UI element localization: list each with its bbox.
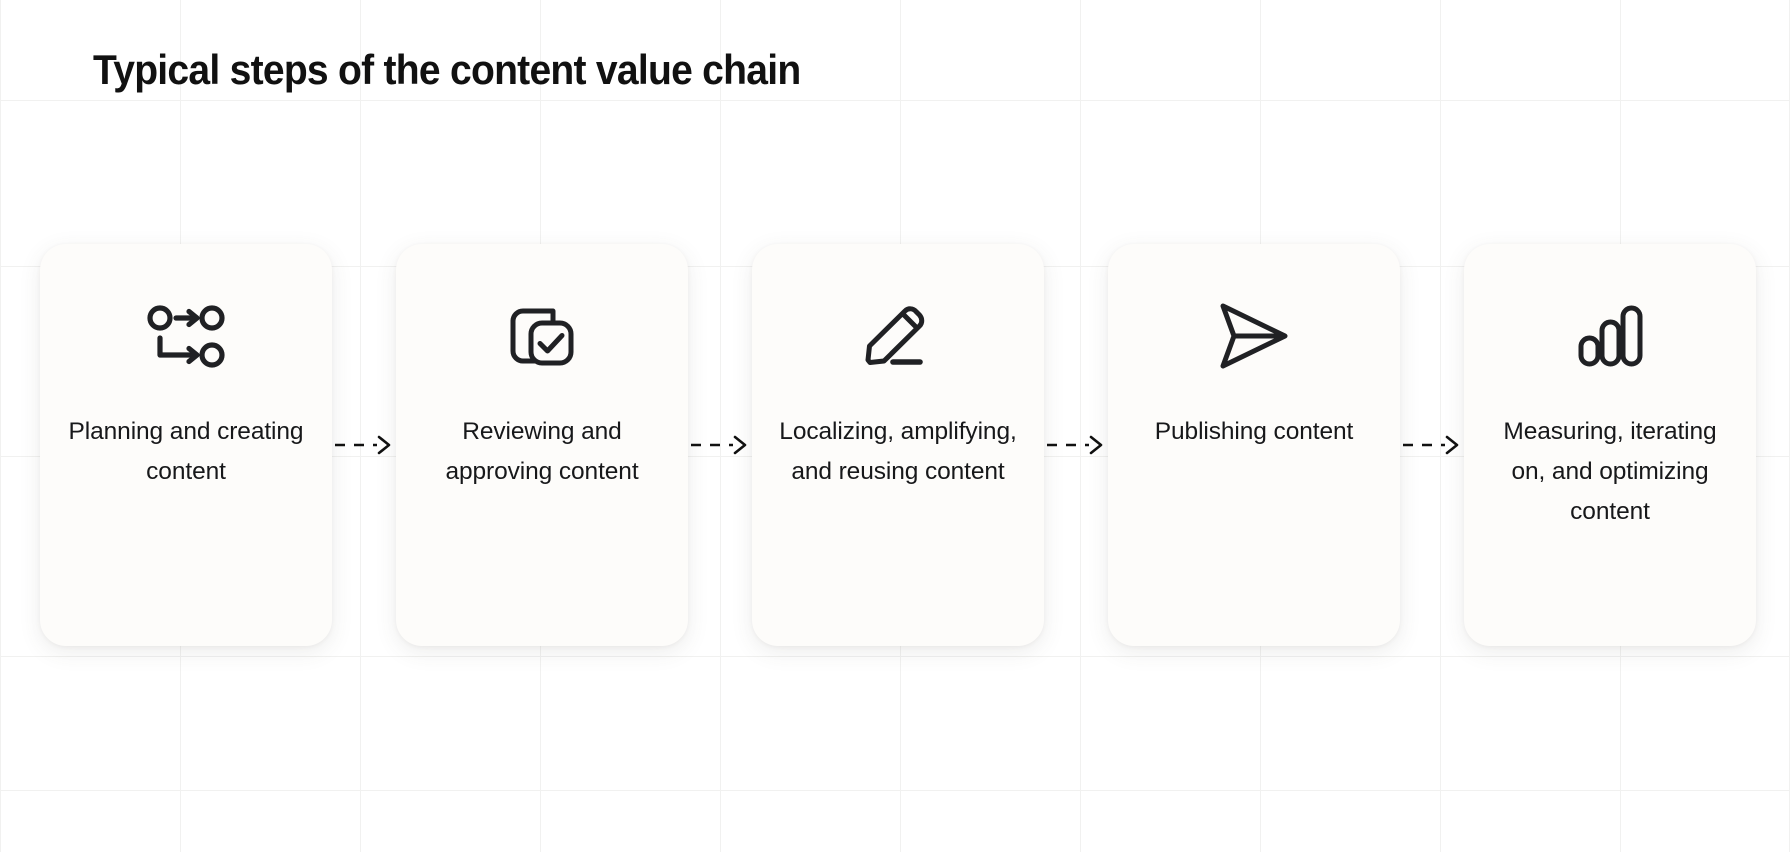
pencil-edit-icon <box>856 294 940 378</box>
step-card-1[interactable]: Planning and creating content <box>40 244 332 646</box>
grid-line-horizontal-4 <box>0 790 1790 791</box>
bar-chart-icon <box>1568 294 1652 378</box>
step-label-3: Localizing, amplifying, and reusing cont… <box>779 418 1017 485</box>
paper-plane-send-icon <box>1212 294 1296 378</box>
step-label-5: Measuring, iterating on, and optimizing … <box>1503 418 1717 525</box>
step-card-4[interactable]: Publishing content <box>1108 244 1400 646</box>
connector-2 <box>688 244 752 646</box>
grid-line-horizontal-0 <box>0 100 1790 101</box>
steps-row: Planning and creating content Reviewing … <box>40 244 1756 646</box>
workflow-icon <box>144 294 228 378</box>
step-card-5[interactable]: Measuring, iterating on, and optimizing … <box>1464 244 1756 646</box>
grid-line-horizontal-3 <box>0 656 1790 657</box>
step-label-4: Publishing content <box>1154 418 1354 445</box>
page-title: Typical steps of the content value chain <box>93 46 801 93</box>
connector-3 <box>1044 244 1108 646</box>
step-label-1: Planning and creating content <box>68 418 304 485</box>
connector-1 <box>332 244 396 646</box>
grid-line-vertical-0 <box>0 0 1 852</box>
step-card-2[interactable]: Reviewing and approving content <box>396 244 688 646</box>
copy-check-icon <box>500 294 584 378</box>
connector-4 <box>1400 244 1464 646</box>
step-card-3[interactable]: Localizing, amplifying, and reusing cont… <box>752 244 1044 646</box>
step-label-2: Reviewing and approving content <box>445 418 639 485</box>
